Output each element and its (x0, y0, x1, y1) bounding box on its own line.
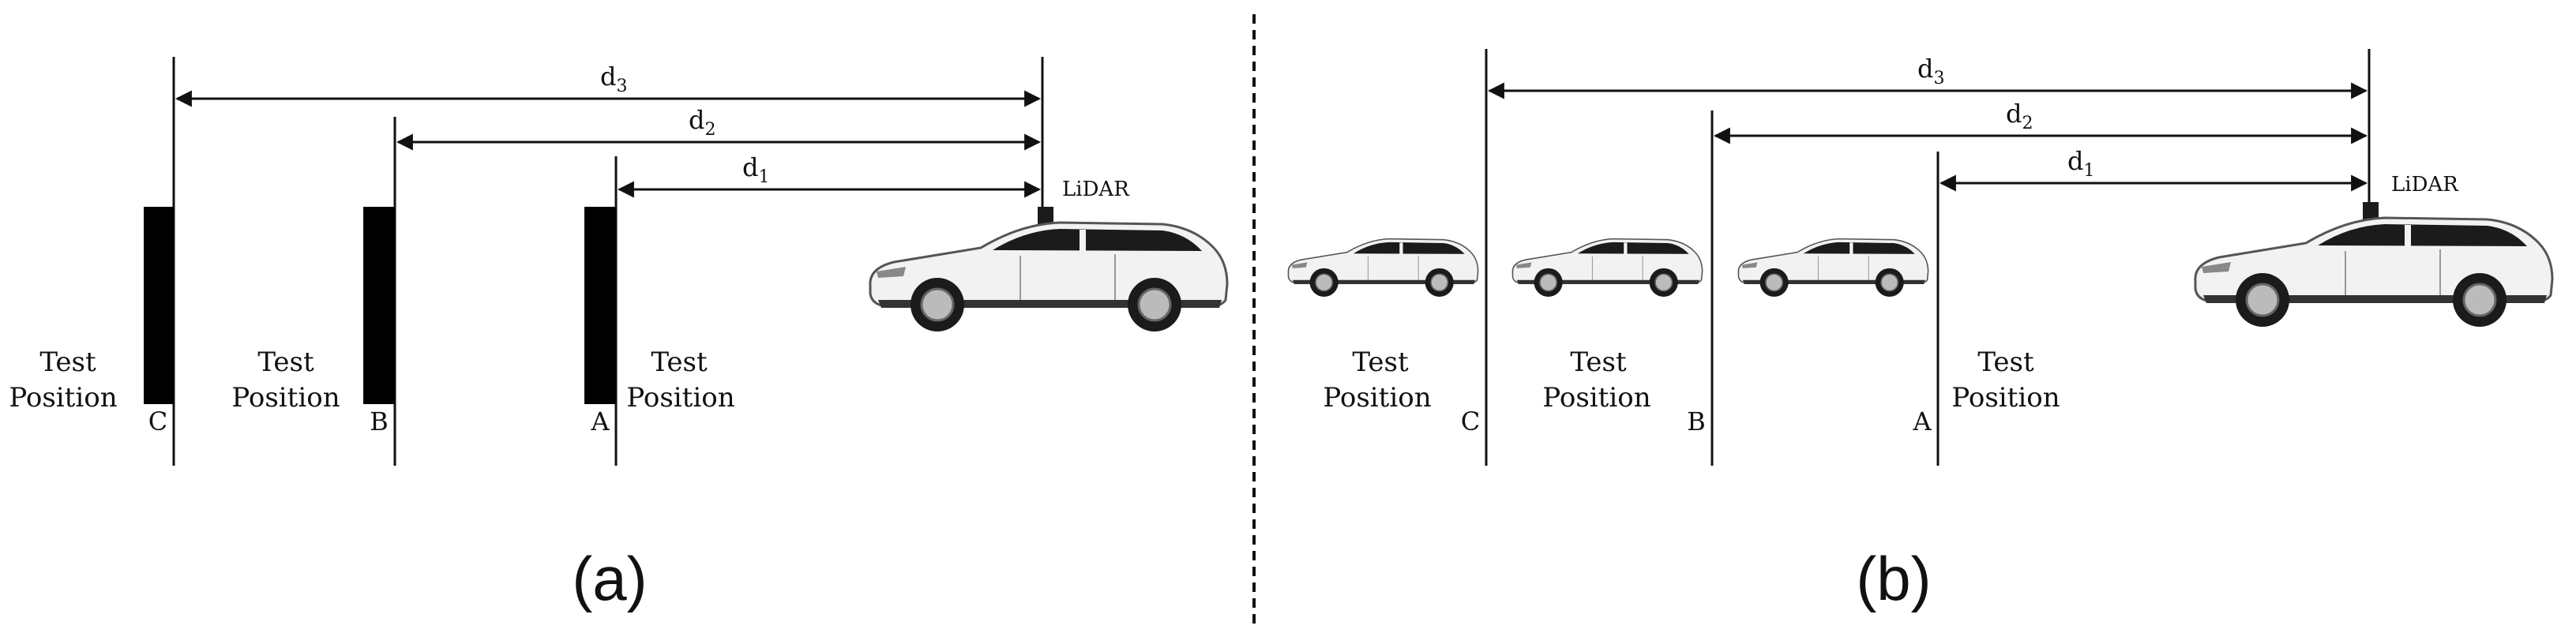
lidar-label-a: LiDAR (1062, 178, 1130, 201)
test-label-b-b: Test (1570, 346, 1627, 378)
pos-letter-a-a: A (590, 406, 610, 436)
label-d1-a: d1 (742, 152, 769, 187)
position-label-b-a: Position (231, 382, 340, 414)
lidar-label-b: LiDAR (2391, 173, 2459, 197)
label-d2-a: d2 (689, 105, 715, 140)
test-label-a-a: Test (651, 346, 708, 378)
test-car-c (1287, 238, 1479, 298)
position-label-c-a: Position (9, 382, 117, 414)
panel-b: d3 d2 d1 LiDAR Test Position Test Positi… (1287, 49, 2554, 613)
label-d2-b: d2 (2006, 99, 2033, 133)
label-d3-b: d3 (1917, 54, 1944, 88)
test-label-c-b: Test (1352, 346, 1409, 378)
test-car-b (1511, 238, 1703, 298)
pos-letter-c-a: C (148, 406, 167, 436)
pos-letter-c-b: C (1461, 406, 1480, 436)
target-c (144, 207, 174, 404)
caption-a: (a) (572, 544, 647, 613)
pos-letter-b-b: B (1687, 406, 1706, 436)
target-a (584, 207, 616, 404)
test-car-a (1737, 238, 1929, 298)
caption-b: (b) (1856, 544, 1931, 613)
panel-a: d3 d2 d1 LiDAR Test Position Test Positi… (9, 57, 1229, 613)
pos-letter-b-a: B (370, 406, 389, 436)
test-label-a-b: Test (1977, 346, 2034, 378)
position-label-a-a: Position (626, 382, 734, 414)
label-d1-b: d1 (2067, 146, 2094, 181)
lidar-car-b (2194, 202, 2554, 328)
lidar-car-a (869, 207, 1229, 333)
label-d3-a: d3 (600, 62, 627, 96)
position-label-b-b: Position (1542, 382, 1650, 414)
target-b (363, 207, 395, 404)
position-label-a-b: Position (1951, 382, 2060, 414)
test-label-c-a: Test (39, 346, 96, 378)
position-label-c-b: Position (1323, 382, 1431, 414)
test-label-b-a: Test (257, 346, 314, 378)
pos-letter-a-b: A (1912, 406, 1932, 436)
